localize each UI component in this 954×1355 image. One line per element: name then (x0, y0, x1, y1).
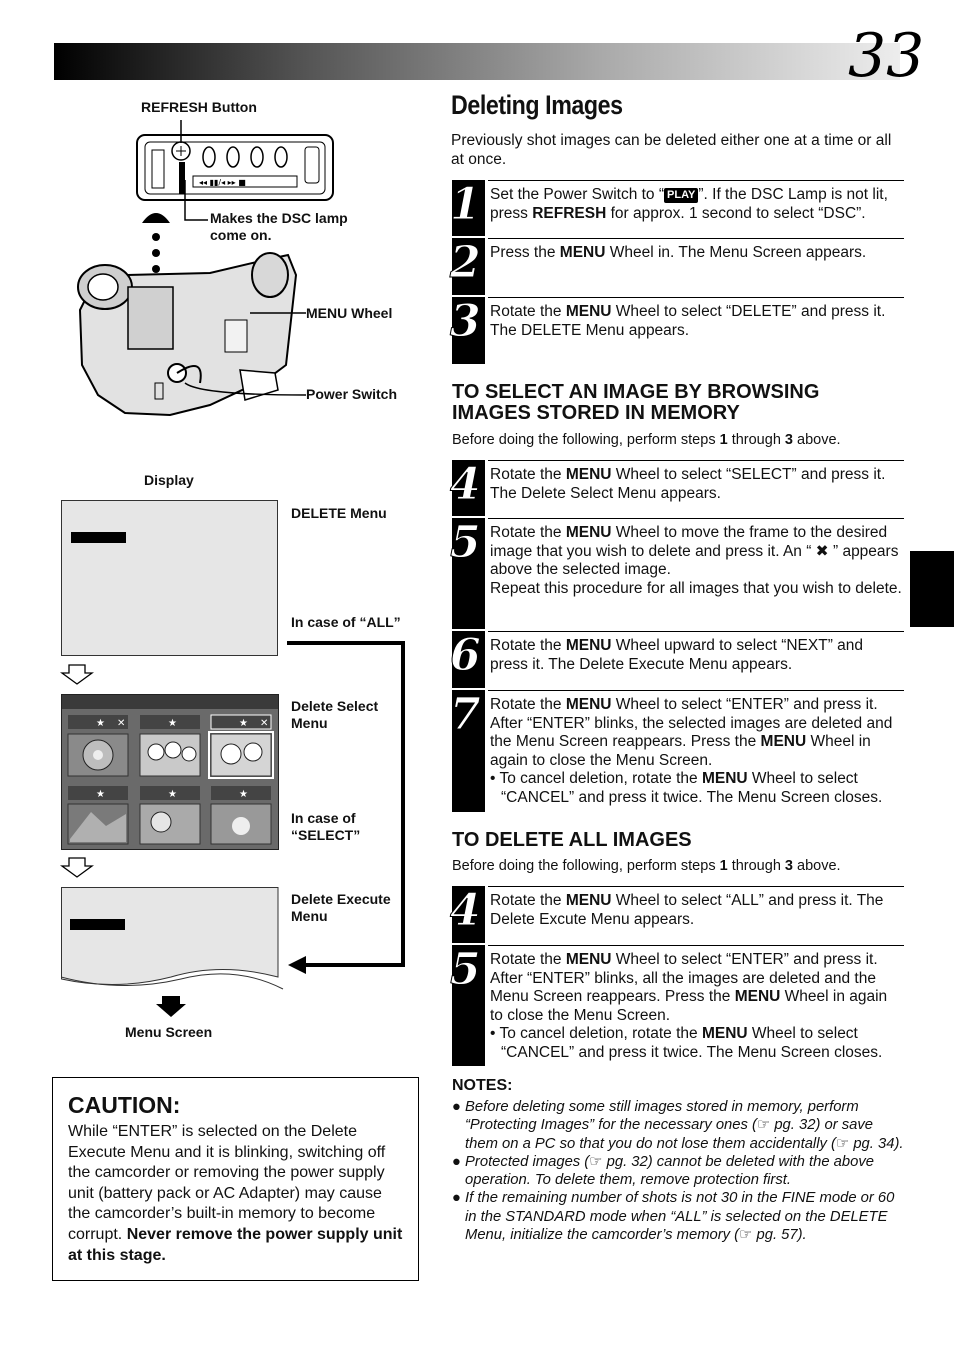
arrow-down-icon (60, 857, 94, 878)
step-5-all: 5 Rotate the MENU Wheel to select “ENTER… (450, 945, 904, 1066)
control-panel (136, 134, 334, 201)
step-3: 3 Rotate the MENU Wheel to select “DELET… (450, 297, 904, 364)
note-item: ● If the remaining number of shots is no… (452, 1190, 895, 1244)
svg-text:✕: ✕ (260, 718, 268, 729)
caution-text: While “ENTER” is selected on the Delete … (68, 1123, 403, 1264)
section-subtext-all: Before doing the following, perform step… (452, 858, 841, 874)
lcd-delete-menu (61, 500, 278, 656)
caution-box: CAUTION: While “ENTER” is selected on th… (52, 1077, 419, 1281)
label-refresh-button: REFRESH Button (141, 99, 257, 115)
svg-text:★: ★ (96, 789, 105, 800)
arrow-down-icon (60, 664, 94, 685)
header-gradient-bar (54, 43, 900, 80)
lcd-delete-select-menu: ★ ✕ ★ ★ ✕ ★ ★ ★ (61, 694, 279, 850)
step-6-select: 6 Rotate the MENU Wheel upward to select… (450, 631, 904, 688)
svg-text:◂◂ ▮▮/◂ ▸▸ ■: ◂◂ ▮▮/◂ ▸▸ ■ (199, 178, 246, 187)
step-2: 2 Press the MENU Wheel in. The Menu Scre… (450, 238, 904, 295)
section-heading-all: TO DELETE ALL IMAGES (452, 829, 692, 851)
side-tab-marker (910, 551, 954, 627)
step-7-select: 7 Rotate the MENU Wheel to select “ENTER… (450, 690, 904, 812)
camcorder-illustration: ◂◂ ▮▮/◂ ▸▸ ■ (77, 120, 334, 417)
notes-heading: NOTES: (452, 1077, 513, 1094)
lcd-delete-execute-menu (61, 887, 284, 990)
svg-text:✕: ✕ (117, 718, 125, 729)
svg-text:★: ★ (96, 718, 105, 729)
arrow-down-bold-icon (156, 996, 186, 1017)
menu-highlight-bar (71, 532, 126, 543)
svg-text:★: ★ (239, 718, 248, 729)
play-mode-icon: PLAY (664, 188, 699, 203)
page-title: Deleting Images (451, 90, 623, 120)
label-delete-menu: DELETE Menu (291, 505, 387, 521)
label-case-all: In case of “ALL” (291, 614, 401, 630)
notes-list: ● Before deleting some still images stor… (452, 1098, 908, 1244)
note-item: ● Protected images (☞ pg. 32) cannot be … (452, 1153, 874, 1189)
caution-heading: CAUTION: (68, 1092, 181, 1118)
step-4-all: 4 Rotate the MENU Wheel to select “ALL” … (450, 886, 904, 943)
page-number: 33 (848, 21, 925, 91)
label-case-select: In case of“SELECT” (291, 810, 361, 843)
label-display: Display (144, 472, 194, 488)
svg-text:★: ★ (239, 789, 248, 800)
section-subtext-browse: Before doing the following, perform step… (452, 432, 841, 448)
svg-text:★: ★ (168, 718, 177, 729)
label-menu-screen: Menu Screen (125, 1024, 213, 1040)
note-item: ● Before deleting some still images stor… (452, 1099, 904, 1152)
step-1: 1 Set the Power Switch to “PLAY”. If the… (450, 180, 904, 236)
all-path-arrow (287, 641, 405, 974)
step-5-select: 5 Rotate the MENU Wheel to move the fram… (450, 518, 904, 629)
intro-text: Previously shot images can be deleted ei… (451, 132, 892, 168)
step-4-select: 4 Rotate the MENU Wheel to select “SELEC… (450, 460, 904, 516)
label-menu-wheel: MENU Wheel (306, 305, 393, 321)
svg-text:★: ★ (168, 789, 177, 800)
label-power-switch: Power Switch (306, 386, 398, 402)
